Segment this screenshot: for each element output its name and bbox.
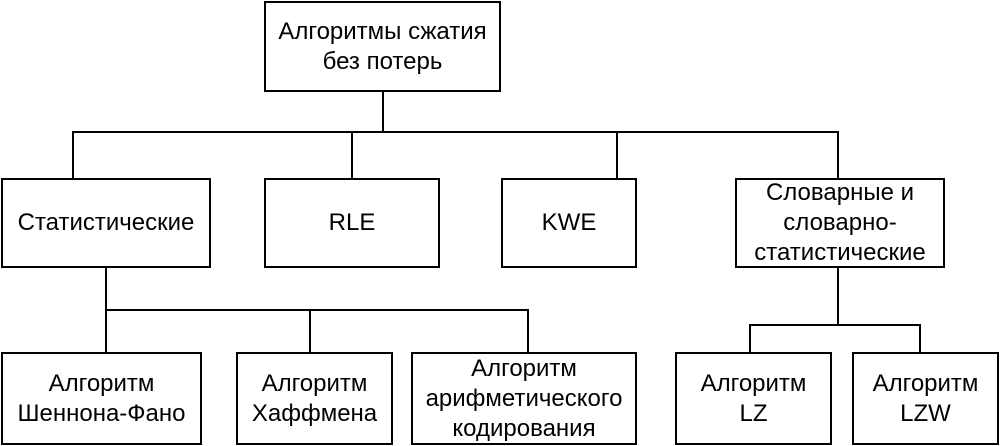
node-shannon-fano-line-1: Алгоритм [48,369,155,397]
node-huffman: Алгоритм Хаффмена [236,352,393,445]
node-shannon-fano-line-2: Шеннона-Фано [17,399,186,427]
node-huffman-line-2: Хаффмена [251,399,378,427]
node-dictionary-line-1: Словарные и [765,179,915,206]
node-lzw-line-2: LZW [900,399,951,427]
node-statistical: Статистические [1,178,211,268]
node-lz: Алгоритм LZ [675,352,832,445]
node-shannon-fano: Алгоритм Шеннона-Фано [1,352,202,445]
node-rle: RLE [264,178,440,268]
node-dictionary-line-2: словарно- [783,209,897,236]
node-root-line-2: без потерь [322,47,443,75]
node-lz-line-1: Алгоритм [700,369,807,397]
node-kwe: KWE [501,178,637,268]
node-lzw: Алгоритм LZW [852,352,999,445]
node-lz-line-2: LZ [739,399,768,427]
node-dictionary: Словарные и словарно- статистические [735,178,945,268]
node-arithmetic-coding: Алгоритм арифметического кодирования [411,352,637,445]
node-root-lossless-compression: Алгоритмы сжатия без потерь [264,1,501,92]
node-huffman-line-1: Алгоритм [261,369,368,397]
node-root-line-1: Алгоритмы сжатия [278,17,487,45]
node-statistical-line-1: Статистические [17,209,195,236]
node-rle-line-1: RLE [328,209,376,236]
node-dictionary-line-3: статистические [754,239,926,266]
node-kwe-line-1: KWE [541,209,597,236]
node-arithmetic-coding-line-3: кодирования [452,414,596,442]
node-arithmetic-coding-line-1: Алгоритм [471,354,577,382]
node-lzw-line-1: Алгоритм [872,369,979,397]
node-arithmetic-coding-line-2: арифметического [425,384,623,412]
